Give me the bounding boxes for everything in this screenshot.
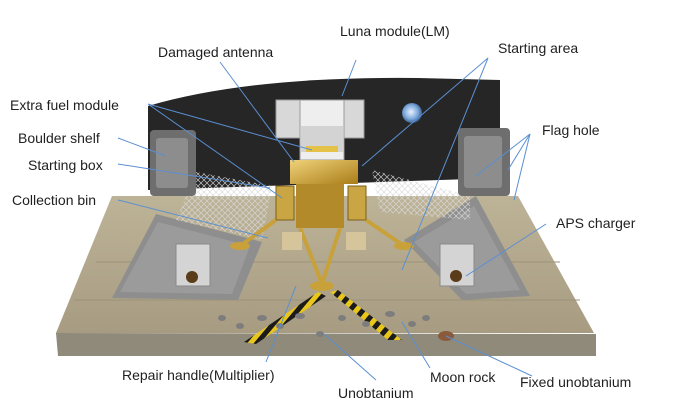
label-flag-hole: Flag hole [542,122,600,138]
moon-rocks [218,311,454,341]
label-extra-fuel-module: Extra fuel module [10,97,119,113]
label-aps-charger: APS charger [556,215,636,231]
board-edge [56,333,596,356]
label-fixed-unobtanium: Fixed unobtanium [520,374,632,390]
label-luna-module: Luna module(LM) [340,23,450,39]
label-damaged-antenna: Damaged antenna [158,44,274,60]
earth-picture [402,103,422,123]
label-starting-area: Starting area [498,40,579,56]
label-starting-box: Starting box [28,157,103,173]
hazard-stripe-right [330,290,402,340]
left-net [176,172,272,240]
aps-charger-right-model [439,243,475,287]
right-net [372,170,470,220]
label-moon-rock: Moon rock [430,369,496,385]
label-repair-handle: Repair handle(Multiplier) [122,367,275,383]
label-boulder-shelf: Boulder shelf [18,130,100,146]
leader-lines [117,57,547,381]
aps-charger-left-model [175,243,211,287]
hazard-stripe-left [244,292,326,344]
label-collection-bin: Collection bin [12,192,97,208]
label-unobtanium: Unobtanium [338,385,414,401]
luna-module-model [230,99,414,291]
